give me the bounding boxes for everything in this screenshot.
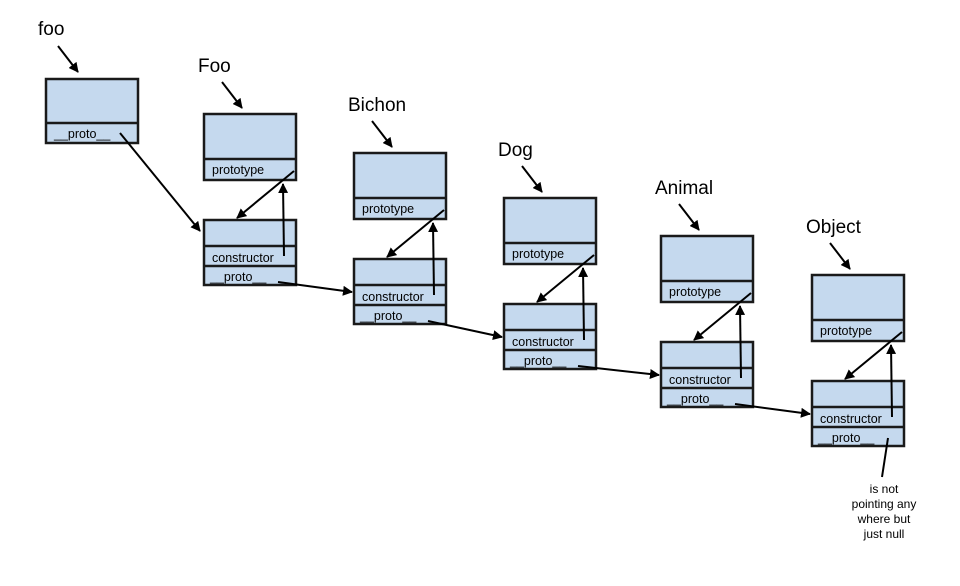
- constructor-arrow: [886, 344, 897, 418]
- prototype-object-box: [502, 302, 598, 371]
- constructor-arrow: [278, 183, 289, 257]
- function-foo: Foo prototype constructor __proto__: [198, 56, 298, 287]
- label-arrow: [521, 165, 543, 193]
- constructor-slot-label: constructor: [212, 251, 274, 265]
- proto-slot-label: __proto__: [209, 270, 267, 284]
- proto-slot-label: __proto__: [53, 127, 111, 141]
- function-animal: Animal prototype constructor __proto__: [655, 178, 755, 409]
- prototype-object-box: [352, 257, 448, 326]
- null-note-line: is not: [870, 482, 899, 496]
- constructor-slot-label: constructor: [362, 290, 424, 304]
- function-label: Animal: [655, 178, 713, 199]
- instance-label: foo: [38, 19, 64, 40]
- label-arrow: [829, 242, 851, 270]
- proto-arrow: [119, 132, 201, 232]
- function-box: [502, 196, 598, 266]
- proto-slot-label: __proto__: [509, 354, 567, 368]
- proto-null-line: [881, 437, 889, 478]
- null-note-line: just null: [863, 527, 905, 541]
- prototype-object-box: [810, 379, 906, 448]
- label-arrow: [57, 45, 79, 73]
- proto-arrow: [277, 281, 353, 296]
- instance-foo: foo __proto__: [38, 19, 140, 145]
- prototype-slot-label: prototype: [212, 163, 264, 177]
- constructor-arrow: [578, 267, 589, 341]
- function-label: Dog: [498, 140, 533, 161]
- null-note-line: pointing any: [852, 497, 917, 511]
- prototype-arrow: [236, 170, 295, 219]
- function-label: Foo: [198, 56, 231, 77]
- function-label: Object: [806, 217, 862, 238]
- prototype-slot-label: prototype: [512, 247, 564, 261]
- proto-slot-label: __proto__: [666, 392, 724, 406]
- proto-slot-label: __proto__: [359, 309, 417, 323]
- constructor-slot-label: constructor: [820, 412, 882, 426]
- label-arrow: [371, 120, 393, 148]
- prototype-arrow: [844, 331, 903, 380]
- function-object: Object prototype constructor __proto__: [806, 217, 906, 448]
- object-box: [44, 77, 140, 145]
- proto-arrow: [734, 403, 811, 418]
- function-box: [659, 234, 755, 304]
- proto-slot-label: __proto__: [817, 431, 875, 445]
- constructor-arrow: [428, 222, 439, 296]
- prototype-slot-label: prototype: [362, 202, 414, 216]
- prototype-arrow: [693, 292, 752, 341]
- function-box: [202, 112, 298, 182]
- function-label: Bichon: [348, 95, 406, 116]
- prototype-arrow: [386, 209, 445, 258]
- prototype-slot-label: prototype: [669, 285, 721, 299]
- proto-arrow: [427, 320, 503, 340]
- function-bichon: Bichon prototype constructor __proto__: [348, 95, 448, 326]
- prototype-arrow: [536, 254, 595, 303]
- null-note-line: where but: [857, 512, 911, 526]
- function-box: [810, 273, 906, 343]
- function-box: [352, 151, 448, 221]
- label-arrow: [221, 81, 243, 109]
- constructor-arrow: [735, 305, 746, 379]
- constructor-slot-label: constructor: [512, 335, 574, 349]
- proto-arrow: [577, 365, 660, 379]
- function-dog: Dog prototype constructor __proto__: [498, 140, 598, 371]
- prototype-object-box: [659, 340, 755, 409]
- prototype-object-box: [202, 218, 298, 287]
- constructor-slot-label: constructor: [669, 373, 731, 387]
- prototype-slot-label: prototype: [820, 324, 872, 338]
- label-arrow: [678, 203, 700, 231]
